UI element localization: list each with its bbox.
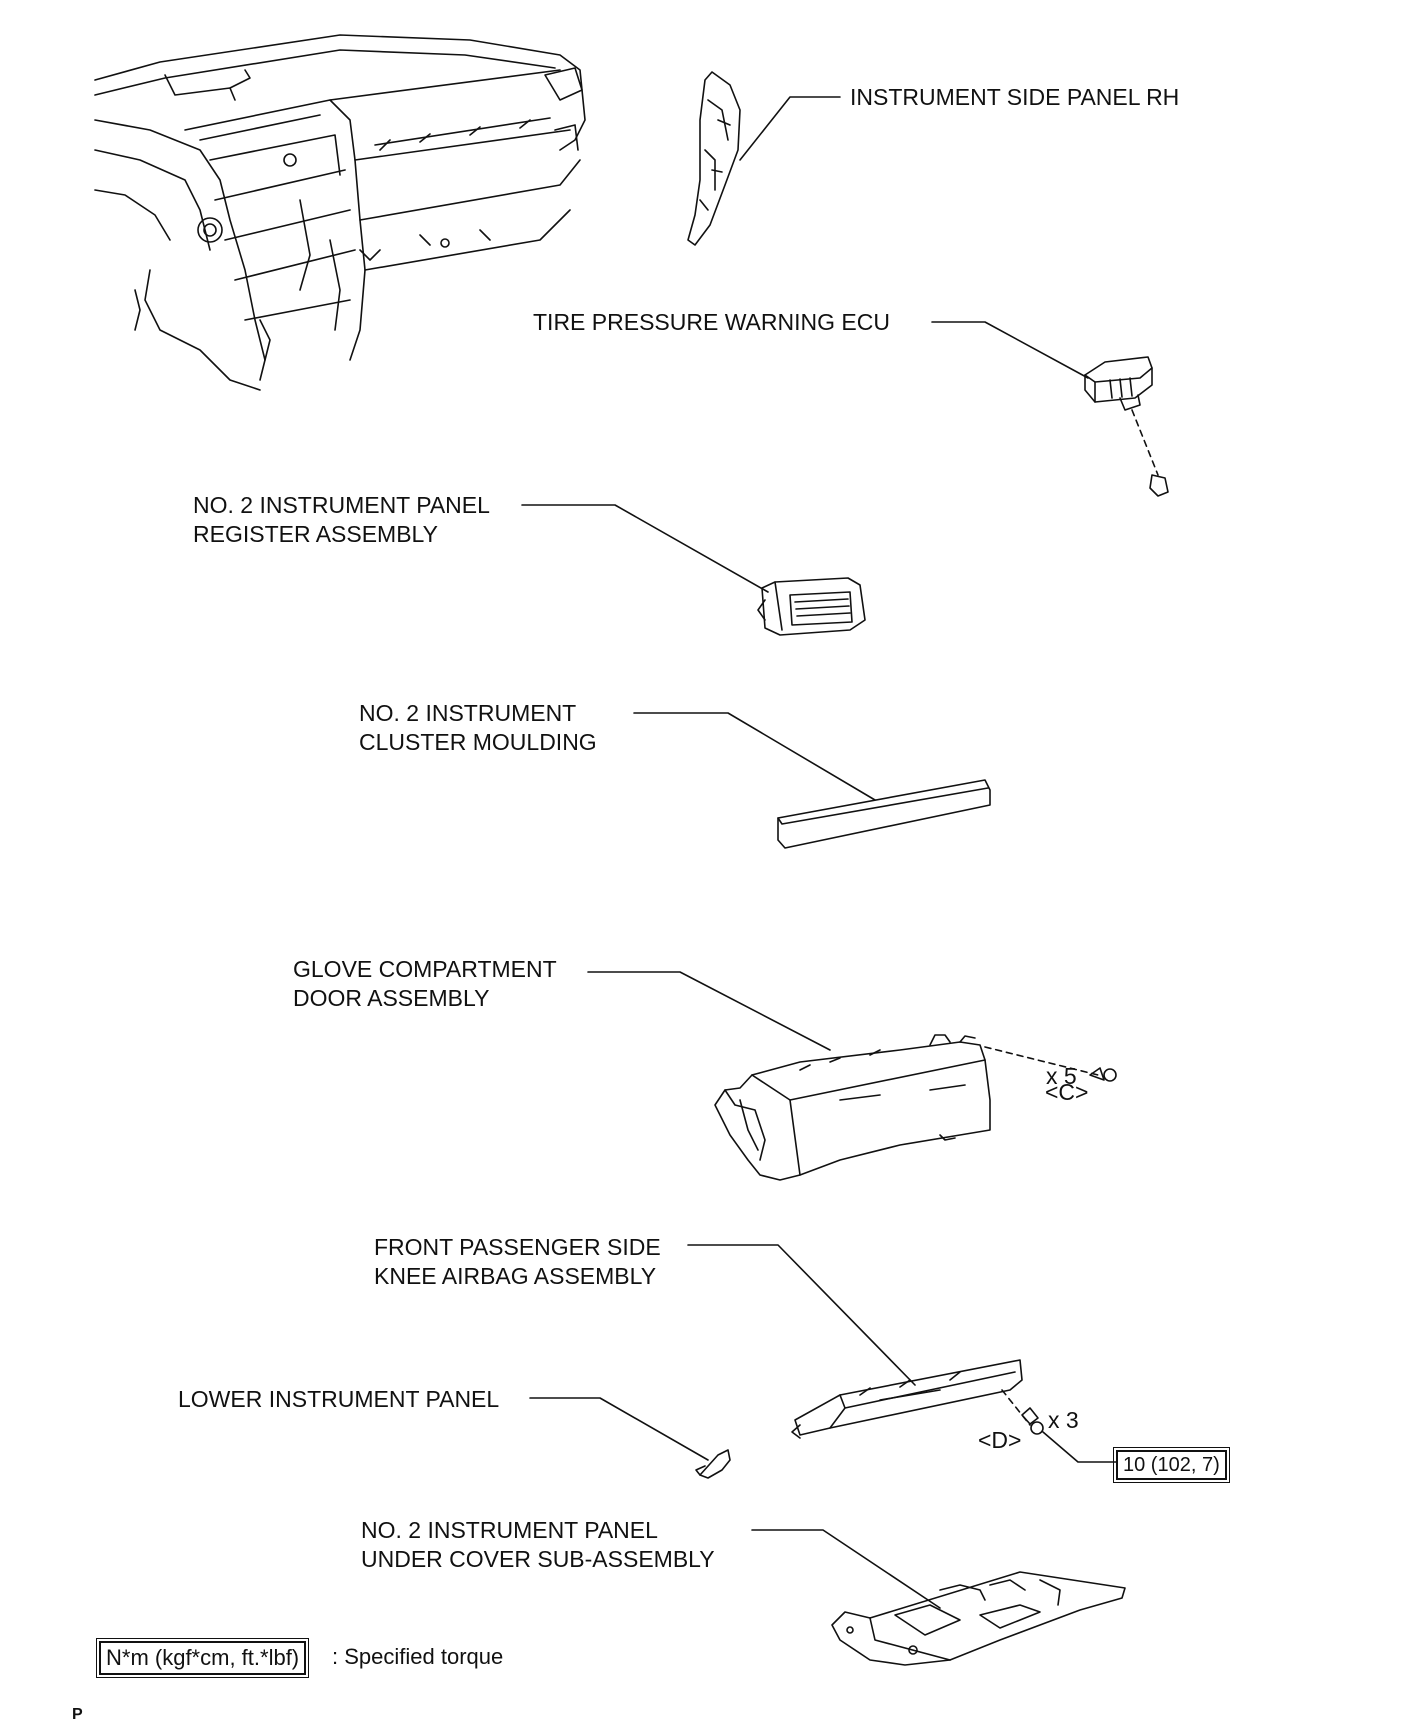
- lower-panel-leader-line: [529, 1397, 709, 1461]
- tpms-ecu-leader-line: [931, 321, 1089, 379]
- torque-value-box: 10 (102, 7): [1113, 1447, 1230, 1483]
- torque-leader-line: [1042, 1431, 1119, 1463]
- label-knee-airbag: FRONT PASSENGER SIDE KNEE AIRBAG ASSEMBL…: [374, 1233, 661, 1291]
- under-cover-leader-line: [751, 1529, 941, 1609]
- label-glove-line-2: DOOR ASSEMBLY: [293, 985, 490, 1011]
- register-leader-line: [521, 504, 769, 593]
- lower-instrument-panel-illustration: [695, 1449, 731, 1479]
- tpms-ecu-illustration: [1084, 356, 1169, 497]
- label-moulding-line-2: CLUSTER MOULDING: [359, 729, 597, 755]
- glove-compartment-leader-line: [587, 971, 831, 1051]
- label-under-cover: NO. 2 INSTRUMENT PANEL UNDER COVER SUB-A…: [361, 1516, 715, 1574]
- label-airbag-line-1: FRONT PASSENGER SIDE: [374, 1234, 661, 1260]
- cluster-moulding-illustration: [777, 779, 991, 849]
- label-register-line-1: NO. 2 INSTRUMENT PANEL: [193, 492, 490, 518]
- label-fastener-d: <D>: [978, 1427, 1022, 1453]
- label-glove-line-1: GLOVE COMPARTMENT: [293, 956, 557, 982]
- dashboard-frame-illustration: [94, 34, 586, 391]
- label-lower-instrument-panel: LOWER INSTRUMENT PANEL: [178, 1386, 500, 1412]
- footer-code: P: [72, 1706, 83, 1723]
- label-instrument-side-panel-rh: INSTRUMENT SIDE PANEL RH: [850, 84, 1180, 110]
- label-moulding-line-1: NO. 2 INSTRUMENT: [359, 700, 577, 726]
- label-register-assembly: NO. 2 INSTRUMENT PANEL REGISTER ASSEMBLY: [193, 491, 490, 549]
- glove-compartment-illustration: [714, 1034, 1099, 1181]
- screw-c-icon: [1089, 1067, 1117, 1082]
- knee-airbag-leader-line: [687, 1244, 916, 1386]
- under-cover-illustration: [831, 1571, 1126, 1666]
- label-register-line-2: REGISTER ASSEMBLY: [193, 521, 438, 547]
- label-cluster-moulding: NO. 2 INSTRUMENT CLUSTER MOULDING: [359, 699, 597, 757]
- label-under-cover-line-2: UNDER COVER SUB-ASSEMBLY: [361, 1546, 715, 1572]
- legend-torque-unit-box: N*m (kgf*cm, ft.*lbf): [95, 1638, 310, 1678]
- label-glove-compartment: GLOVE COMPARTMENT DOOR ASSEMBLY: [293, 955, 557, 1013]
- side-panel-leader-line: [739, 96, 841, 161]
- label-airbag-line-2: KNEE AIRBAG ASSEMBLY: [374, 1263, 657, 1289]
- label-fastener-c-qty: x 5: [1046, 1063, 1077, 1089]
- label-tire-pressure-warning-ecu: TIRE PRESSURE WARNING ECU: [533, 309, 890, 335]
- cluster-moulding-leader-line: [633, 712, 876, 801]
- label-fastener-d-qty: x 3: [1048, 1407, 1079, 1433]
- label-fastener-c: <C>: [1045, 1079, 1089, 1105]
- instrument-side-panel-rh-illustration: [687, 71, 741, 246]
- knee-airbag-illustration: [791, 1359, 1044, 1439]
- register-assembly-illustration: [757, 577, 866, 636]
- legend-description: : Specified torque: [332, 1644, 504, 1669]
- label-under-cover-line-1: NO. 2 INSTRUMENT PANEL: [361, 1517, 658, 1543]
